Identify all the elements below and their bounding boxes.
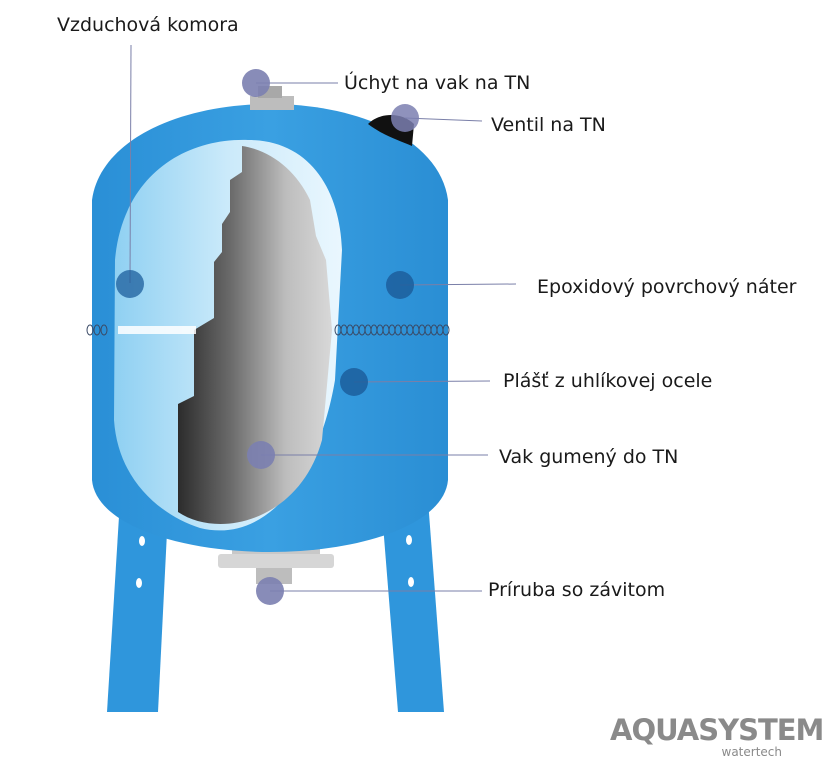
label-steel-shell: Plášť z uhlíkovej ocele — [503, 370, 713, 392]
marker-rubber-bag — [247, 441, 275, 469]
seam-ring — [442, 324, 450, 336]
tank-legs — [107, 500, 444, 712]
seam-ring — [93, 324, 101, 336]
marker-air-chamber — [116, 270, 144, 298]
label-valve: Ventil na TN — [491, 114, 606, 136]
marker-epoxy — [386, 271, 414, 299]
callout-markers — [116, 69, 419, 605]
logo-brand-text: AQUASYSTEM — [610, 713, 824, 747]
label-bag-mount: Úchyt na vak na TN — [344, 72, 531, 94]
seam-ring — [100, 324, 108, 336]
marker-flange — [256, 577, 284, 605]
equator-seam — [118, 326, 196, 334]
label-threaded-flange: Príruba so závitom — [488, 579, 666, 601]
seam-ring — [86, 324, 94, 336]
label-epoxy-coating: Epoxidový povrchový náter — [537, 276, 797, 298]
label-air-chamber: Vzduchová komora — [57, 14, 239, 36]
rubber-bag-shape — [178, 146, 332, 524]
brand-logo: AQUASYSTEM watertech — [610, 713, 824, 759]
label-rubber-bag: Vak gumený do TN — [499, 446, 679, 468]
marker-valve — [391, 104, 419, 132]
marker-steel-shell — [340, 368, 368, 396]
marker-bag-mount — [242, 69, 270, 97]
seam-rings — [86, 324, 450, 336]
logo-sub-text: watertech — [721, 745, 782, 759]
